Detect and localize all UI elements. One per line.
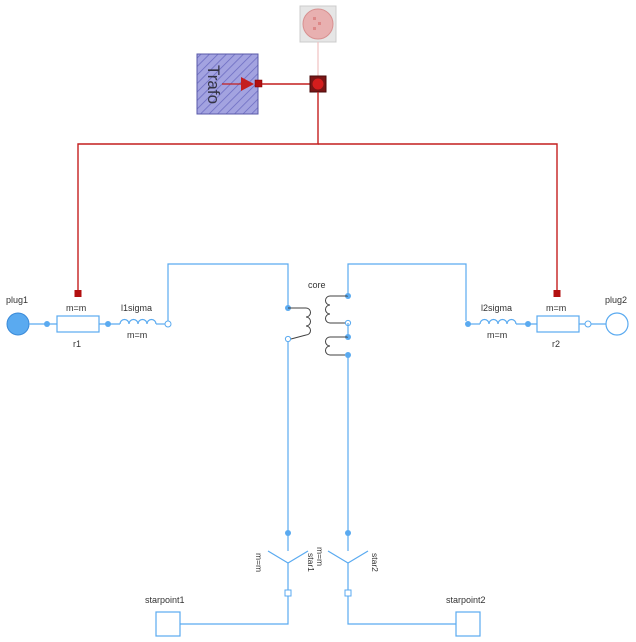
r2-param: m=m bbox=[546, 303, 566, 313]
junction-dot bbox=[525, 321, 531, 327]
core-transformer[interactable] bbox=[284, 293, 352, 358]
bus-connector-icon[interactable] bbox=[309, 75, 327, 93]
r1-resistor[interactable] bbox=[56, 315, 100, 333]
r1-signal-port[interactable] bbox=[74, 290, 82, 297]
star1-param: m=m bbox=[254, 553, 264, 572]
core-label: core bbox=[308, 280, 326, 290]
signal-wire-r1 bbox=[77, 92, 319, 262]
wire-l1-core bbox=[167, 263, 289, 321]
junction-dot bbox=[44, 321, 50, 327]
l2sigma-name: l2sigma bbox=[481, 303, 512, 313]
trafo-output-port[interactable] bbox=[254, 79, 263, 88]
star1-connector[interactable] bbox=[267, 530, 309, 597]
l1sigma-name: l1sigma bbox=[121, 303, 152, 313]
plug2-label: plug2 bbox=[605, 295, 627, 305]
starpoint1-label: starpoint1 bbox=[145, 595, 185, 605]
starpoint2-label: starpoint2 bbox=[446, 595, 486, 605]
faded-connector-icon[interactable] bbox=[299, 5, 337, 43]
r2-name: r2 bbox=[552, 339, 560, 349]
star2-connector[interactable] bbox=[327, 530, 369, 597]
r2-resistor[interactable] bbox=[536, 315, 580, 333]
trafo-block[interactable]: Trafo bbox=[196, 53, 263, 115]
output-arrow-icon bbox=[241, 77, 254, 91]
l1sigma-port[interactable] bbox=[164, 320, 172, 328]
l1sigma-inductor[interactable] bbox=[119, 318, 157, 325]
starpoint2-icon[interactable] bbox=[455, 611, 481, 637]
r2-signal-port[interactable] bbox=[553, 290, 561, 297]
plug1-label: plug1 bbox=[6, 295, 28, 305]
plug2-icon[interactable] bbox=[605, 312, 629, 336]
star2-name: star2 bbox=[370, 553, 380, 572]
plug1-icon[interactable] bbox=[6, 312, 30, 336]
r2-port[interactable] bbox=[584, 320, 592, 328]
star1-name: star1 bbox=[306, 553, 316, 572]
l2sigma-param: m=m bbox=[487, 330, 507, 340]
junction-dot bbox=[105, 321, 111, 327]
wire-star2-starpoint2 bbox=[347, 596, 456, 625]
l1sigma-param: m=m bbox=[127, 330, 147, 340]
trafo-label: Trafo bbox=[204, 65, 223, 104]
wire-star1-starpoint1 bbox=[180, 596, 289, 625]
wire-core-l2 bbox=[347, 263, 467, 321]
l2sigma-inductor[interactable] bbox=[479, 318, 517, 325]
starpoint1-icon[interactable] bbox=[155, 611, 181, 637]
signal-wire-r2 bbox=[318, 143, 558, 262]
r1-name: r1 bbox=[73, 339, 81, 349]
star1-param2: m=m bbox=[315, 547, 325, 566]
r1-param: m=m bbox=[66, 303, 86, 313]
